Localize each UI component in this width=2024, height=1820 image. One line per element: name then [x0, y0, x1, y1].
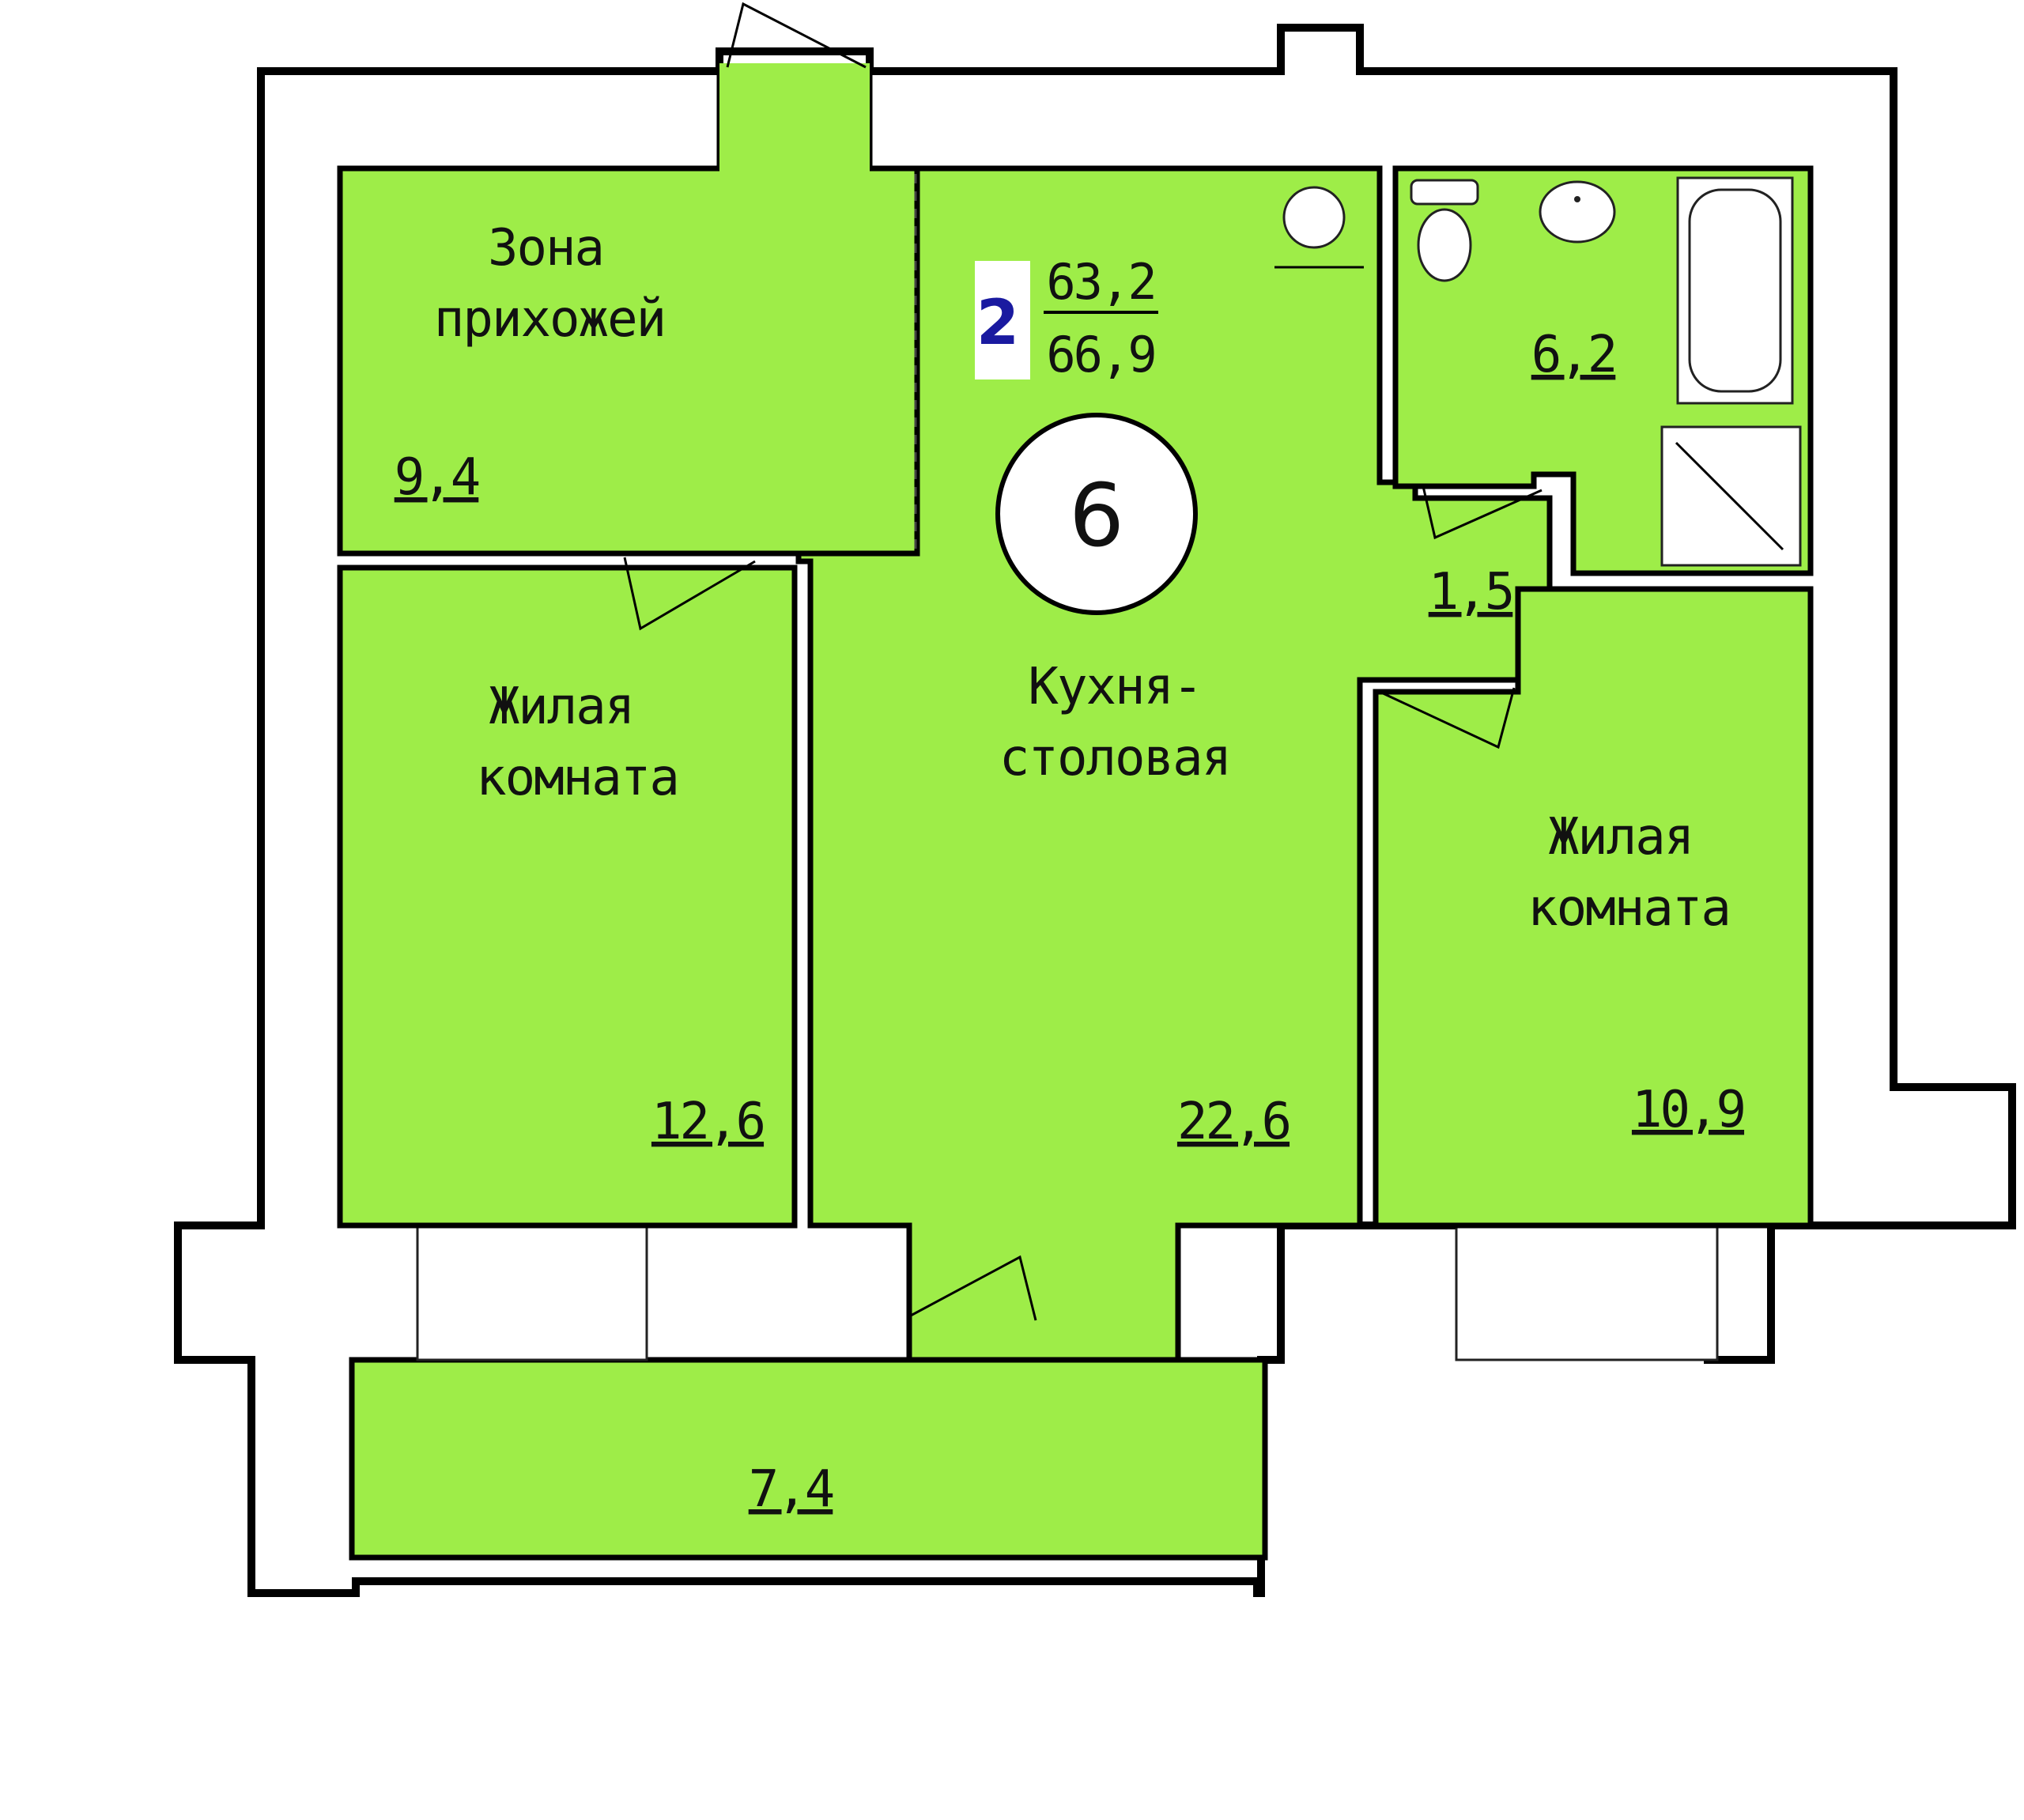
- window-right-bottom: [1455, 1224, 1719, 1361]
- living-right-label-line2: комната: [1527, 879, 1730, 938]
- corridor-area: 1,5: [1429, 563, 1513, 621]
- balcony: [349, 1357, 1268, 1561]
- living-left-area: 12,6: [651, 1093, 764, 1151]
- stove-icon: [1274, 168, 1364, 269]
- window-left-bottom: [416, 1224, 648, 1361]
- entry-area: 9,4: [395, 448, 479, 507]
- rooms-count: 2: [976, 288, 1019, 359]
- bathtub-icon: [1676, 176, 1794, 405]
- entry-label-line1: Зона: [488, 219, 603, 278]
- living-left-label-line1: Жилая: [489, 678, 634, 736]
- shower-icon: [1660, 425, 1802, 567]
- living-right-label-line1: Жилая: [1549, 808, 1694, 867]
- living-left-label-line2: комната: [476, 749, 678, 807]
- door-swing-corridor-bath: [1422, 485, 1543, 540]
- room-living-right: [1373, 586, 1814, 1229]
- kitchen-area: 22,6: [1177, 1093, 1290, 1151]
- entry-label-line2: прихожей: [434, 290, 665, 349]
- toilet-icon: [1410, 179, 1479, 282]
- living-area-total: 63,2: [1046, 253, 1154, 311]
- living-right-area: 10,9: [1632, 1081, 1744, 1139]
- entrance-door-leaf: [726, 2, 867, 69]
- entrance-doorway: [719, 63, 870, 174]
- room-living-left: [337, 565, 798, 1229]
- apartment-total-area: 66,9: [1046, 326, 1154, 383]
- door-swing-balcony: [908, 1255, 1037, 1321]
- door-swing-right-room: [1379, 687, 1516, 750]
- rooms-count-bg: [975, 261, 1030, 379]
- door-swing-left-room: [623, 557, 756, 631]
- balcony-area: 7,4: [749, 1460, 833, 1519]
- sink-icon: [1539, 180, 1616, 244]
- kitchen-label-line1: Кухня-: [1028, 658, 1201, 716]
- kitchen-label-line2: столовая: [999, 729, 1230, 787]
- apartment-number-badge: [995, 413, 1198, 615]
- bathroom-area: 6,2: [1531, 326, 1616, 384]
- apartment-number: 6: [1069, 465, 1124, 566]
